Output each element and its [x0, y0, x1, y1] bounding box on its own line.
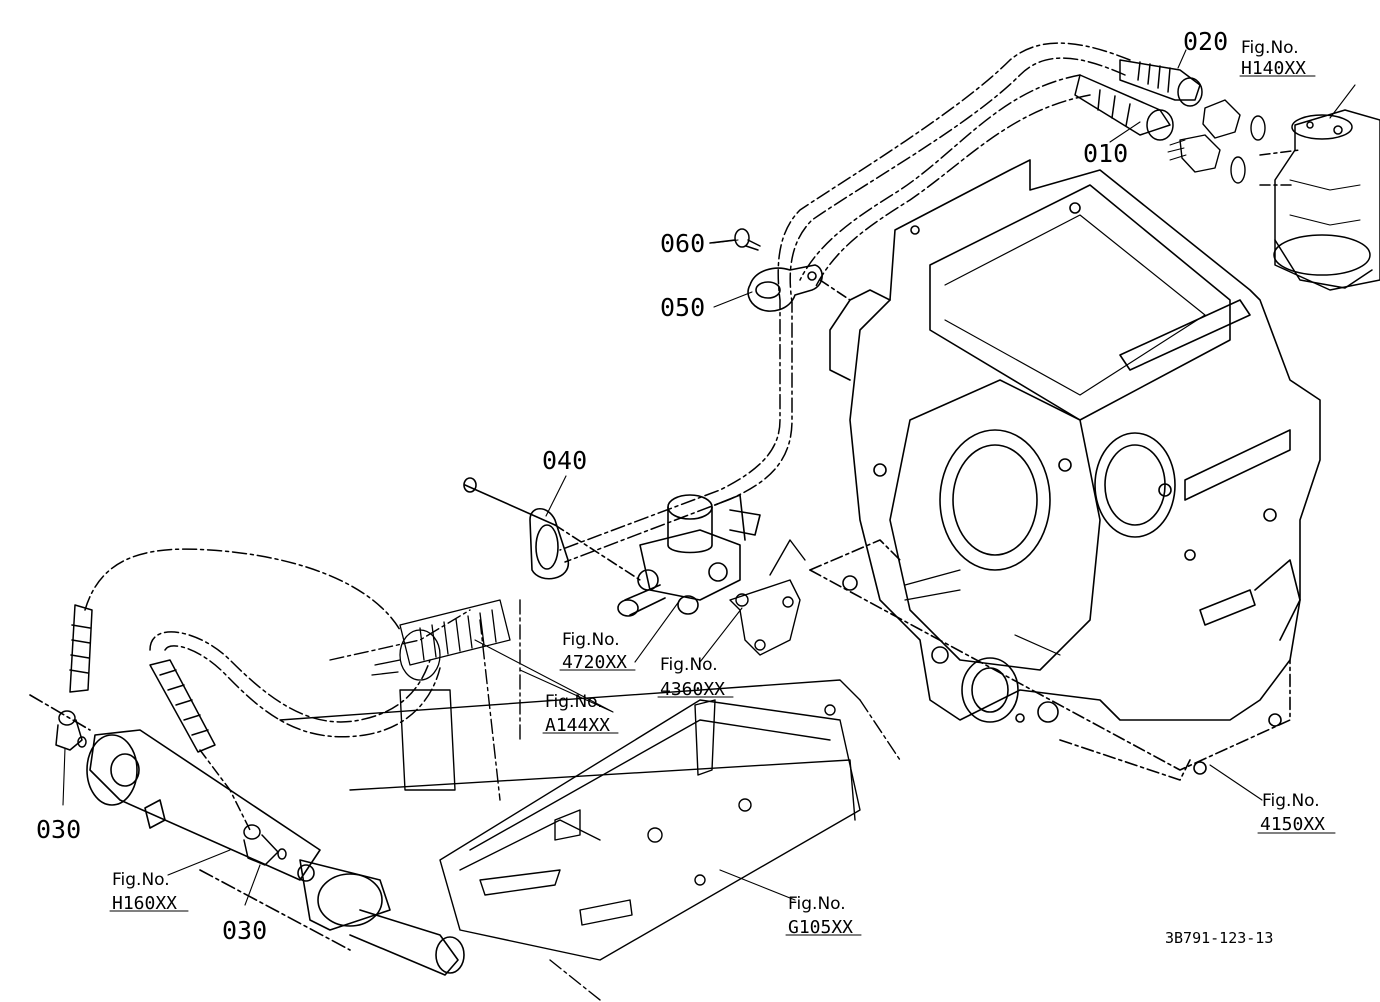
- fig-ref-4150: 4150XX: [1260, 814, 1325, 835]
- fig-caption-4720: Fig.No.: [562, 630, 620, 650]
- fig-caption-4360: Fig.No.: [660, 655, 718, 675]
- steering-cylinder: [29, 694, 465, 976]
- part-label-060: 060: [660, 229, 705, 258]
- hose-020: [559, 42, 1203, 563]
- fig-caption-g105: Fig.No.: [788, 894, 846, 914]
- part-label-010: 010: [1083, 139, 1128, 168]
- pump-fittings: [1167, 99, 1266, 184]
- part-label-030-left: 030: [36, 815, 81, 844]
- control-valve: [617, 494, 761, 617]
- part-label-020: 020: [1183, 27, 1228, 56]
- drawing-code: 3B791-123-13: [1165, 929, 1273, 947]
- fig-ref-4360: 4360XX: [660, 679, 725, 700]
- fig-ref-g105: G105XX: [788, 917, 853, 938]
- fig-ref-h160: H160XX: [112, 893, 177, 914]
- part-label-050: 050: [660, 293, 705, 322]
- part-label-040: 040: [542, 446, 587, 475]
- clamp-040: [463, 477, 641, 581]
- valve-bracket: [729, 539, 806, 656]
- transmission-case: [809, 159, 1321, 781]
- fig-ref-h140: H140XX: [1241, 58, 1306, 79]
- figure-references: Fig.No. H140XX Fig.No. 4720XX Fig.No. 43…: [112, 38, 1325, 938]
- part-labels: 020 010 060 050 040 030 030: [36, 27, 1228, 945]
- fig-caption-4150: Fig.No.: [1262, 791, 1320, 811]
- part-label-030-right: 030: [222, 916, 267, 945]
- steering-hoses: [69, 548, 441, 831]
- clamp-050: [747, 264, 851, 312]
- fig-caption-h160: Fig.No.: [112, 870, 170, 890]
- fig-ref-a144: A144XX: [545, 715, 610, 736]
- fig-caption-h140: Fig.No.: [1241, 38, 1299, 58]
- bolt-060: [709, 228, 761, 251]
- leader-lines: [62, 49, 1356, 936]
- spring-assembly: [371, 599, 511, 681]
- elbow-030-right: [243, 824, 287, 866]
- hose-010: [799, 74, 1174, 289]
- fig-ref-4720: 4720XX: [562, 652, 627, 673]
- fig-caption-a144: Fig.No.: [545, 692, 603, 712]
- hydraulic-pump: [1259, 109, 1380, 291]
- elbow-030-left: [55, 710, 87, 751]
